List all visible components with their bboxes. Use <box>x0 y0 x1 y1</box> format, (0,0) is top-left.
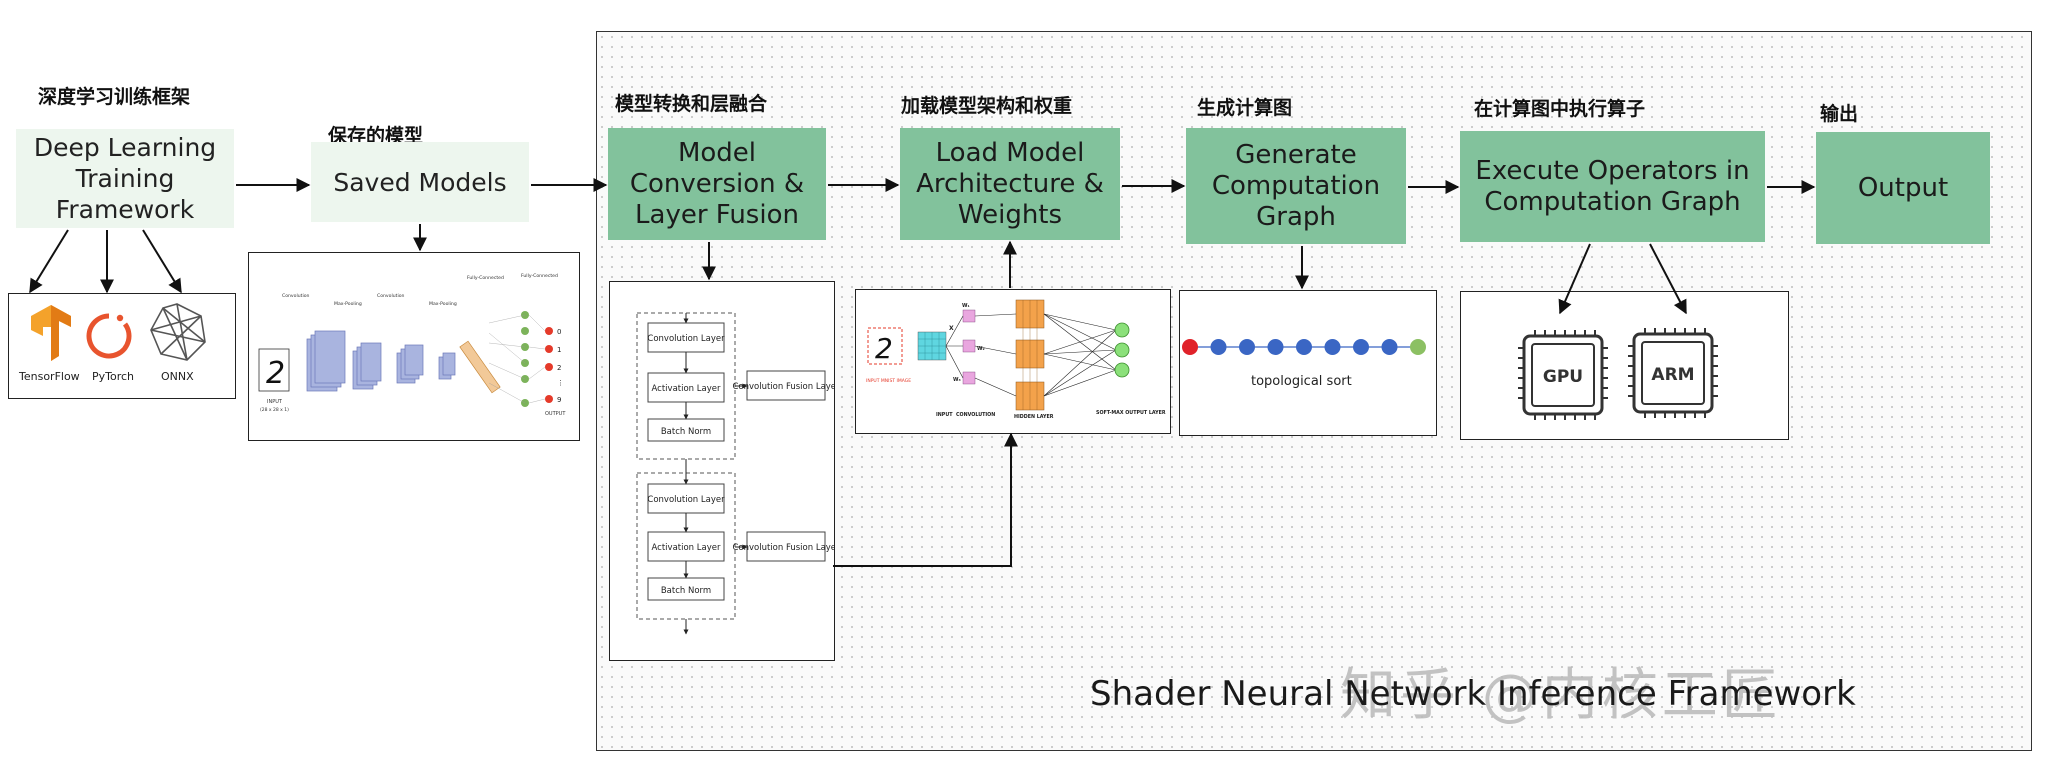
fusion-g1-layer-2: Batch Norm <box>661 586 711 596</box>
nn-bottom-label-3: SOFT-MAX OUTPUT LAYER <box>1096 410 1166 416</box>
tensorflow-label: TensorFlow <box>18 370 80 383</box>
fusion-g0-layer-0: Convolution Layer <box>647 334 725 344</box>
cnn-digit-2: 2 <box>557 364 561 372</box>
nn-bottom-label-0: INPUT <box>936 412 953 418</box>
watermark: 知乎 @内核工匠 <box>1340 663 1782 728</box>
cnn-stage-1: Max-Pooling <box>334 301 362 307</box>
step-execute-operators: Execute Operators in Computation Graph <box>1460 131 1765 242</box>
training-framework-box: Deep Learning Training Framework <box>16 129 234 228</box>
graph-node <box>1296 339 1312 355</box>
pytorch-label: PyTorch <box>92 370 134 383</box>
nn-bottom-label-2: HIDDEN LAYER <box>1014 414 1054 420</box>
cnn-digit-1: 1 <box>557 346 561 354</box>
training-framework-title: Deep Learning Training Framework <box>33 133 217 224</box>
step-generate-graph: Generate Computation Graph <box>1186 128 1406 244</box>
caption-saved-models: 保存的模型 <box>328 125 424 147</box>
fusion-g1-fused: Convolution Fusion Layer <box>732 543 834 553</box>
step-load-model-title: Load Model Architecture & Weights <box>916 137 1104 230</box>
fusion-g0-layer-2: Batch Norm <box>661 427 711 437</box>
nn-figure-svg: 2 INPUT MNIST IMAGE X W₁ W₂ W₃ <box>866 299 1166 420</box>
caption-execute-operators: 在计算图中执行算子 <box>1474 98 1646 120</box>
inference-framework-title: Shader Neural Network Inference Framewor… <box>1090 674 1856 714</box>
cnn-digit-3: ⋮ <box>557 379 564 387</box>
step-generate-graph-title: Generate Computation Graph <box>1211 139 1381 232</box>
nn-figure: 2 INPUT MNIST IMAGE X W₁ W₂ W₃ <box>855 289 1171 434</box>
cnn-digit-4: 9 <box>557 396 561 404</box>
onnx-logo: ONNX <box>150 303 206 383</box>
step-model-conversion: Model Conversion & Layer Fusion <box>608 128 826 240</box>
nn-w-label-0: W₁ <box>962 303 970 309</box>
cnn-figure: Convolution Max-Pooling Convolution Max-… <box>248 252 580 441</box>
nn-w-label-1: W₂ <box>977 346 985 352</box>
fusion-g1-layer-0: Convolution Layer <box>647 495 725 505</box>
chips-box: GPU ARM <box>1460 291 1789 440</box>
saved-models-title: Saved Models <box>333 167 507 197</box>
graph-node <box>1210 339 1227 355</box>
caption-model-conversion: 模型转换和层融合 <box>615 93 768 115</box>
nn-input-digit: 2 <box>875 332 893 365</box>
fusion-g1-layer-1: Activation Layer <box>652 543 721 553</box>
cnn-input-digit: 2 <box>266 356 285 391</box>
framework-logos-box: TensorFlow PyTorch ONNX <box>8 293 236 399</box>
arm-chip-icon: ARM <box>1628 328 1718 418</box>
caption-generate-graph: 生成计算图 <box>1197 97 1293 119</box>
cnn-stage-3: Max-Pooling <box>429 301 457 307</box>
graph-node <box>1381 339 1398 355</box>
cnn-stage-5: Fully-Connected <box>521 273 558 279</box>
chips-svg: GPU ARM <box>1518 328 1718 420</box>
cnn-output-label: OUTPUT <box>545 411 566 417</box>
computation-graph-svg: topological sort <box>1182 339 1426 389</box>
nn-bottom-label-1: CONVOLUTION <box>956 412 995 418</box>
caption-output: 输出 <box>1820 103 1859 125</box>
graph-node <box>1182 339 1198 355</box>
graph-node <box>1324 339 1341 355</box>
computation-graph-box: topological sort <box>1179 290 1437 436</box>
graph-node <box>1267 339 1284 355</box>
gpu-chip-icon: GPU <box>1518 330 1608 420</box>
step-output: Output <box>1816 132 1990 244</box>
graph-node <box>1239 339 1255 355</box>
arrow-framework-to-onnx <box>142 229 182 294</box>
framework-logos: TensorFlow PyTorch ONNX <box>18 303 206 383</box>
tensorflow-logo: TensorFlow <box>18 305 80 383</box>
cnn-stage-2: Convolution <box>377 293 405 299</box>
graph-node <box>1353 339 1369 355</box>
nn-w-label-2: W₃ <box>953 377 961 383</box>
cnn-stage-4: Fully-Connected <box>467 275 504 281</box>
nn-input-caption: INPUT MNIST IMAGE <box>866 378 911 384</box>
caption-training-framework: 深度学习训练框架 <box>38 86 191 108</box>
cnn-figure-svg: Convolution Max-Pooling Convolution Max-… <box>258 273 566 417</box>
fusion-diagram: Convolution Layer Activation Layer Batch… <box>609 281 840 661</box>
graph-caption: topological sort <box>1251 374 1352 389</box>
caption-load-model: 加载模型架构和权重 <box>901 95 1073 117</box>
cnn-digit-0: 0 <box>557 328 561 336</box>
arm-label: ARM <box>1651 365 1694 385</box>
step-model-conversion-title: Model Conversion & Layer Fusion <box>629 137 805 230</box>
cnn-stage-0: Convolution <box>282 293 310 299</box>
step-execute-operators-title: Execute Operators in Computation Graph <box>1475 155 1750 217</box>
arrow-framework-to-tensorflow <box>29 229 69 294</box>
cnn-input-label: INPUT <box>267 399 283 405</box>
onnx-label: ONNX <box>161 370 194 383</box>
nn-x-label: X <box>949 325 954 332</box>
pytorch-logo: PyTorch <box>86 313 134 383</box>
cnn-input-dims: (28 x 28 x 1) <box>260 407 289 413</box>
step-output-title: Output <box>1857 172 1949 203</box>
gpu-label: GPU <box>1543 367 1583 387</box>
step-load-model: Load Model Architecture & Weights <box>900 128 1120 240</box>
graph-node <box>1410 339 1426 355</box>
saved-models-box: Saved Models <box>311 142 529 222</box>
fusion-g0-layer-1: Activation Layer <box>652 384 721 394</box>
fusion-diagram-svg: Convolution Layer Activation Layer Batch… <box>636 312 840 635</box>
fusion-g0-fused: Convolution Fusion Layer <box>732 382 834 392</box>
